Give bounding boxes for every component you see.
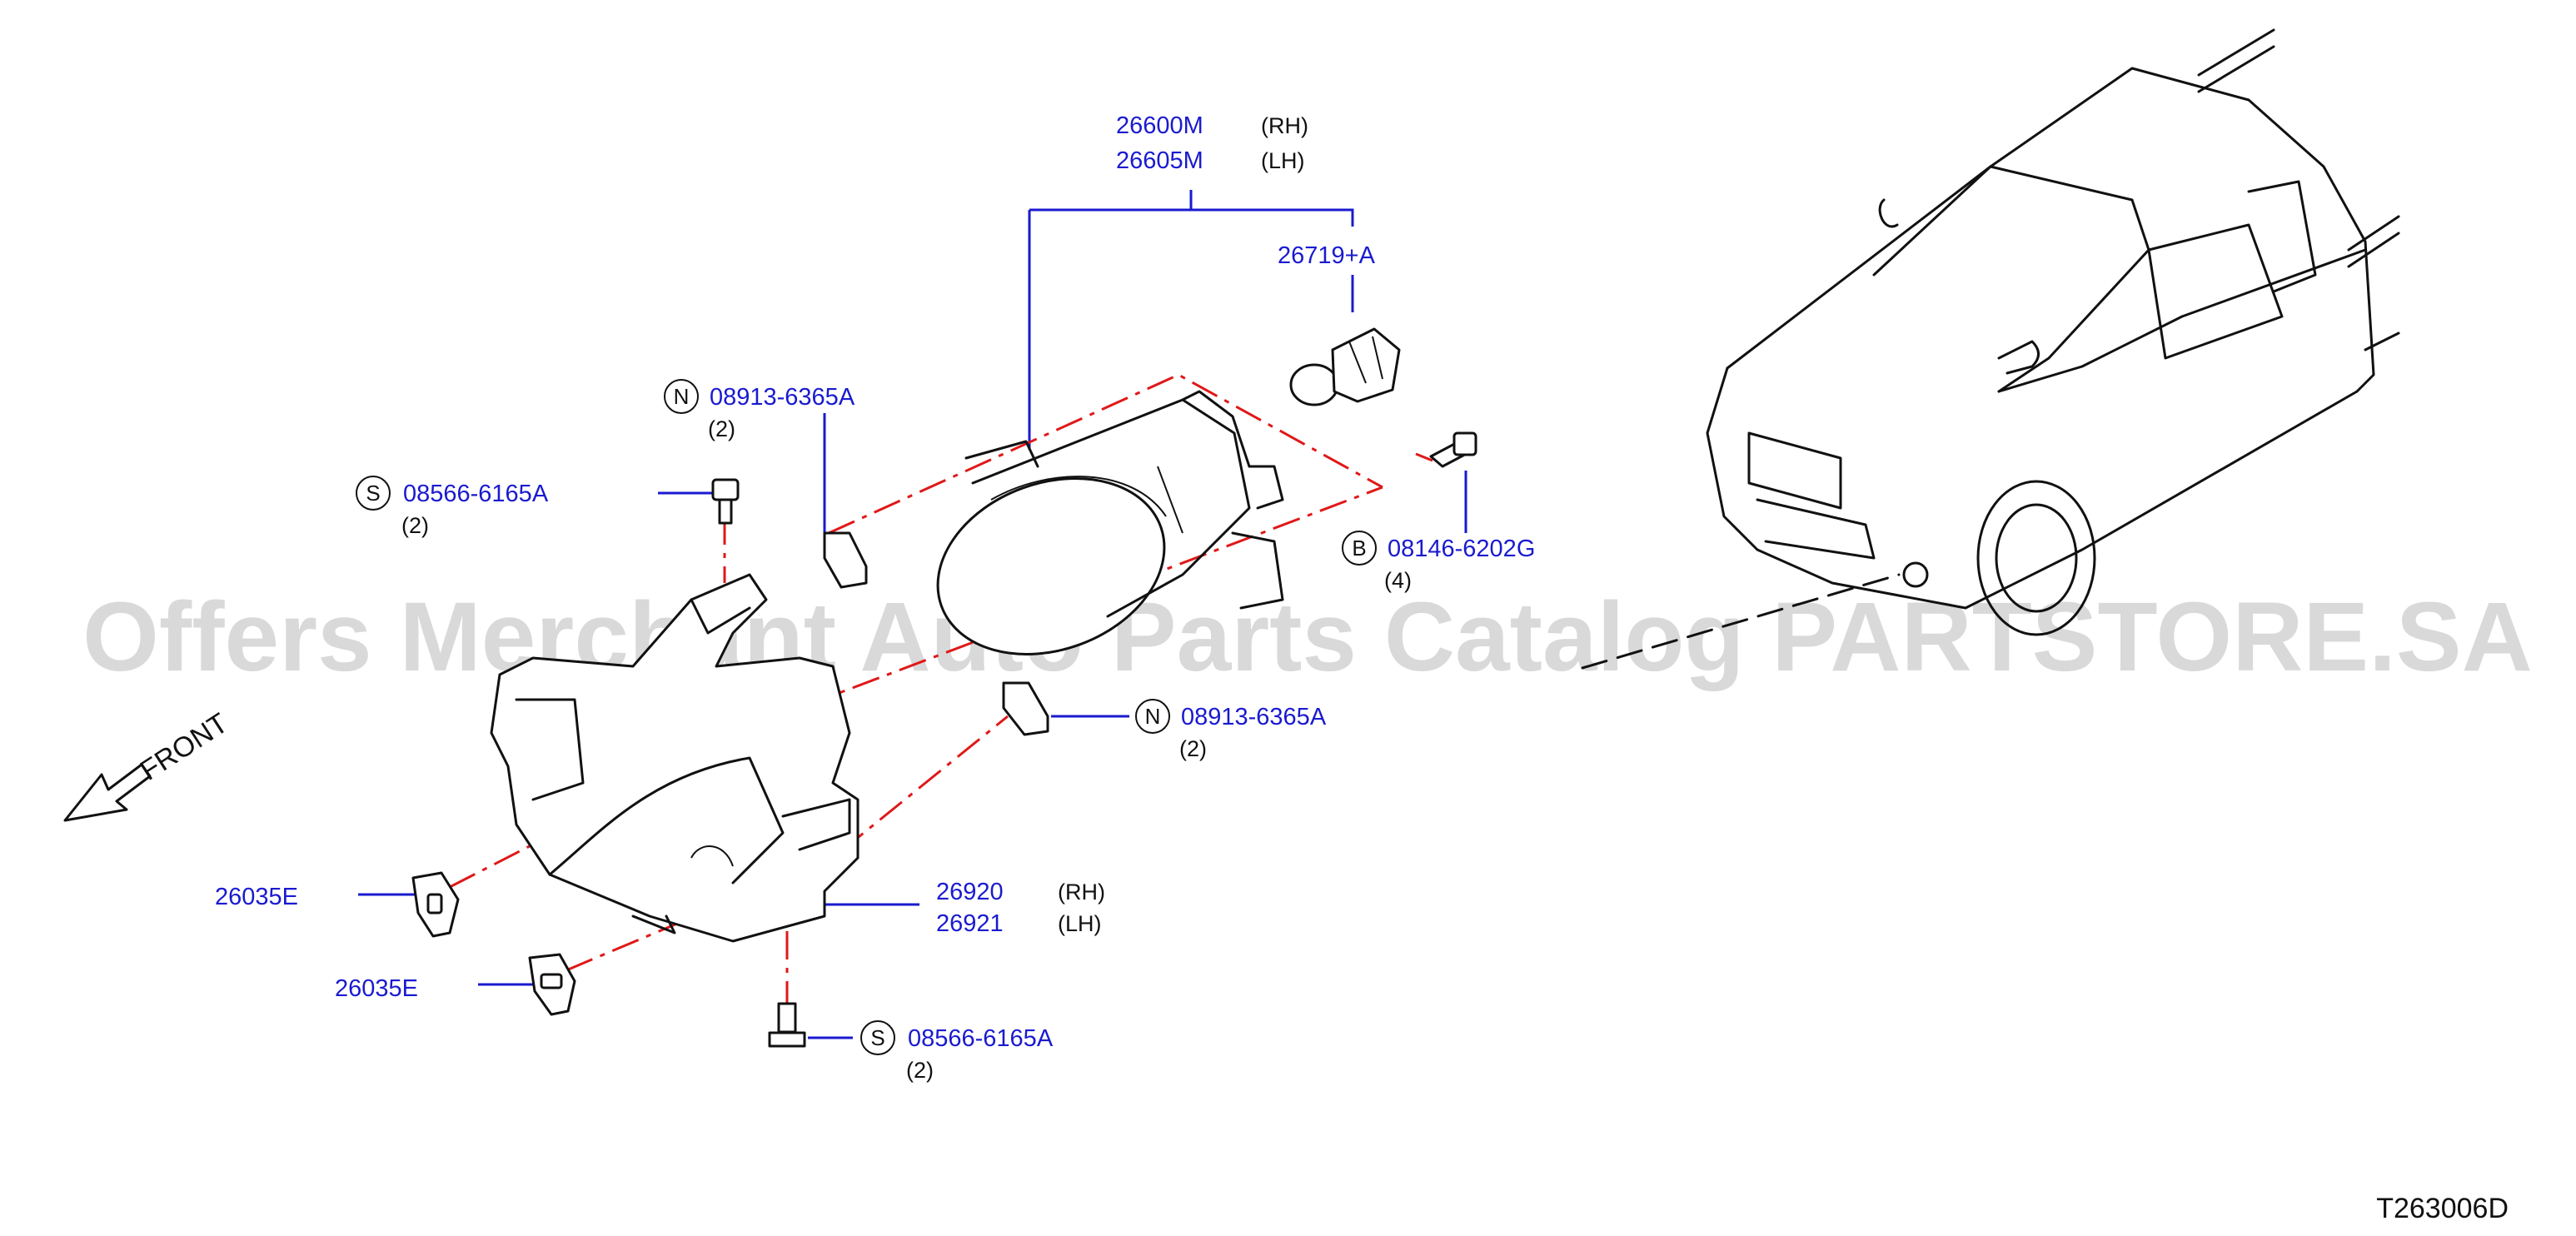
part-number-nut-upper[interactable]: 08913-6365A (710, 384, 855, 411)
qty-nut-lower: (2) (1179, 736, 1207, 761)
callout-bracket: 26920 (RH) 26921 (LH) (936, 879, 1105, 937)
callout-clip-2: 26035E (335, 975, 418, 1002)
lower-screw-illustration (768, 1002, 806, 1048)
circle-marker (1342, 531, 1377, 566)
part-number-screw-upper[interactable]: 08566-6165A (403, 481, 549, 507)
front-label: FRONT (135, 707, 234, 787)
part-number-fog-lamp-lh[interactable]: 26605M (1116, 147, 1203, 174)
part-number-bracket-lh[interactable]: 26921 (936, 910, 1004, 937)
callout-screw-upper: S 08566-6165A (2) (356, 476, 549, 538)
upper-nut-illustration (823, 531, 868, 589)
circle-letter: S (870, 1025, 884, 1050)
callout-screw-lower: S 08566-6165A (2) (860, 1020, 1054, 1083)
bulb-illustration (1289, 327, 1401, 406)
part-number-bracket-rh[interactable]: 26920 (936, 879, 1004, 905)
circle-marker (1135, 699, 1170, 734)
vehicle-illustration (1581, 28, 2400, 670)
clip-1-illustration (411, 871, 460, 938)
circle-letter: B (1352, 536, 1366, 561)
side-bracket-rh: (RH) (1058, 880, 1105, 905)
qty-bolt: (4) (1384, 568, 1412, 593)
circle-letter: N (674, 384, 690, 409)
watermark-text: Offers Merchant Auto Parts Catalog PARTS… (82, 582, 2533, 692)
part-number-nut-lower[interactable]: 08913-6365A (1181, 704, 1327, 730)
clip-2-illustration (528, 953, 576, 1016)
callout-fog-lamp: 26600M (RH) 26605M (LH) (1116, 112, 1308, 174)
circle-letter: N (1145, 704, 1161, 729)
side-bracket-lh: (LH) (1058, 911, 1102, 936)
part-number-screw-lower[interactable]: 08566-6165A (908, 1025, 1054, 1052)
leader-lines (358, 190, 1467, 1039)
callout-bolt: B 08146-6202G (4) (1342, 531, 1535, 593)
bracket-illustration (490, 573, 859, 943)
fog-lamp-illustration (936, 390, 1284, 655)
side-fog-lamp-lh: (LH) (1261, 148, 1305, 173)
circle-marker (860, 1020, 895, 1055)
qty-screw-upper: (2) (401, 513, 429, 538)
part-number-bulb[interactable]: 26719+A (1278, 242, 1376, 269)
front-arrow: FRONT (63, 707, 234, 822)
bolt-illustration (1429, 431, 1477, 468)
qty-nut-upper: (2) (708, 416, 735, 441)
part-number-clip-2[interactable]: 26035E (335, 975, 418, 1002)
diagram-reference-code: T263006D (2376, 1193, 2509, 1224)
qty-screw-lower: (2) (906, 1058, 934, 1083)
callout-bulb: 26719+A (1278, 242, 1376, 269)
circle-marker (664, 379, 699, 414)
circle-letter: S (366, 481, 380, 506)
callout-nut-upper: N 08913-6365A (2) (664, 379, 855, 441)
part-number-clip-1[interactable]: 26035E (215, 884, 298, 910)
part-number-bolt[interactable]: 08146-6202G (1388, 536, 1535, 562)
part-number-fog-lamp-rh[interactable]: 26600M (1116, 112, 1203, 139)
upper-screw-illustration (711, 478, 740, 525)
circle-marker (356, 476, 391, 511)
callout-clip-1: 26035E (215, 884, 298, 910)
callout-nut-lower: N 08913-6365A (2) (1135, 699, 1327, 761)
lower-nut-illustration (1002, 681, 1049, 736)
side-fog-lamp-rh: (RH) (1261, 113, 1308, 138)
